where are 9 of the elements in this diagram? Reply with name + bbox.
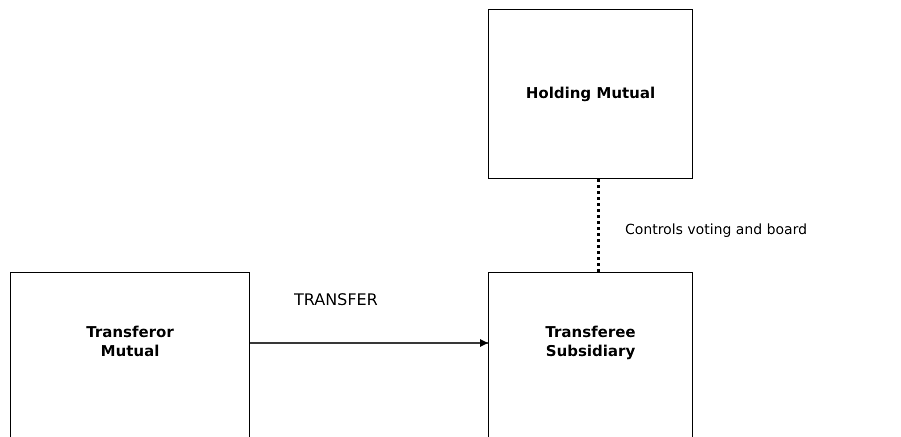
dotted-connector [597, 179, 600, 272]
box-label: Holding Mutual [526, 84, 656, 104]
box-label: Transferee Subsidiary [544, 322, 637, 362]
edge-label: Controls voting and board [625, 222, 808, 239]
box [488, 9, 693, 179]
arrow [250, 339, 488, 347]
box [10, 272, 250, 437]
box [488, 272, 693, 437]
box-label: Transferor Mutual [85, 322, 175, 362]
